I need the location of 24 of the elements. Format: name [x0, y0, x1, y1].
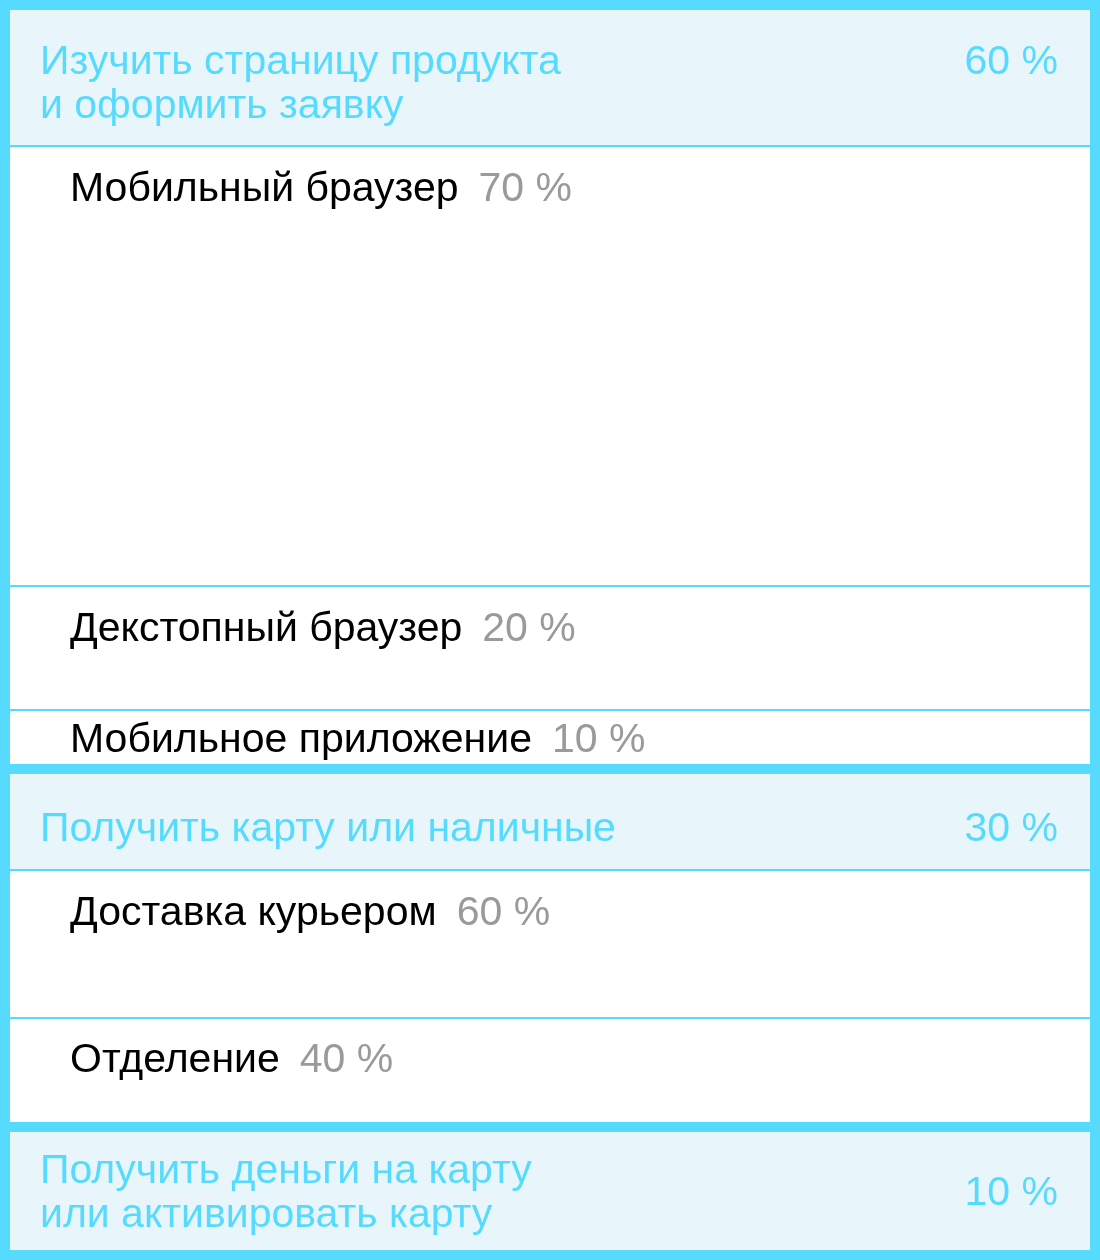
channel-row	[10, 711, 1090, 764]
channel-share: 20 %	[482, 605, 576, 649]
channel-row	[10, 1019, 1090, 1122]
channel-row	[10, 871, 1090, 1017]
stage-share: 10 %	[964, 1169, 1058, 1213]
channel-name: Декстопный браузер	[70, 605, 463, 649]
stage-section	[10, 774, 1090, 1122]
channel-row	[10, 587, 1090, 709]
channel-row	[10, 147, 1090, 585]
channel-share: 60 %	[456, 889, 551, 933]
stage-title: Изучить страницу продукта и оформить заявку	[40, 38, 562, 126]
channel-name: Отделение	[70, 1036, 280, 1080]
stage-share: 30 %	[964, 805, 1058, 849]
channel-name: Мобильный браузер	[70, 165, 459, 209]
channel-share: 70 %	[478, 165, 572, 209]
stage-section	[10, 10, 1090, 764]
stage-share: 60 %	[964, 38, 1058, 82]
stage-section	[10, 1132, 1090, 1250]
channel-share: 40 %	[299, 1036, 394, 1080]
channel-share: 10 %	[551, 716, 646, 760]
stage-title: Получить деньги на карту или активировать карту	[40, 1147, 533, 1235]
stage-title: Получить карту или наличные	[40, 805, 616, 849]
channel-name: Доставка курьером	[70, 889, 437, 933]
channel-name: Мобильное приложение	[70, 716, 532, 760]
